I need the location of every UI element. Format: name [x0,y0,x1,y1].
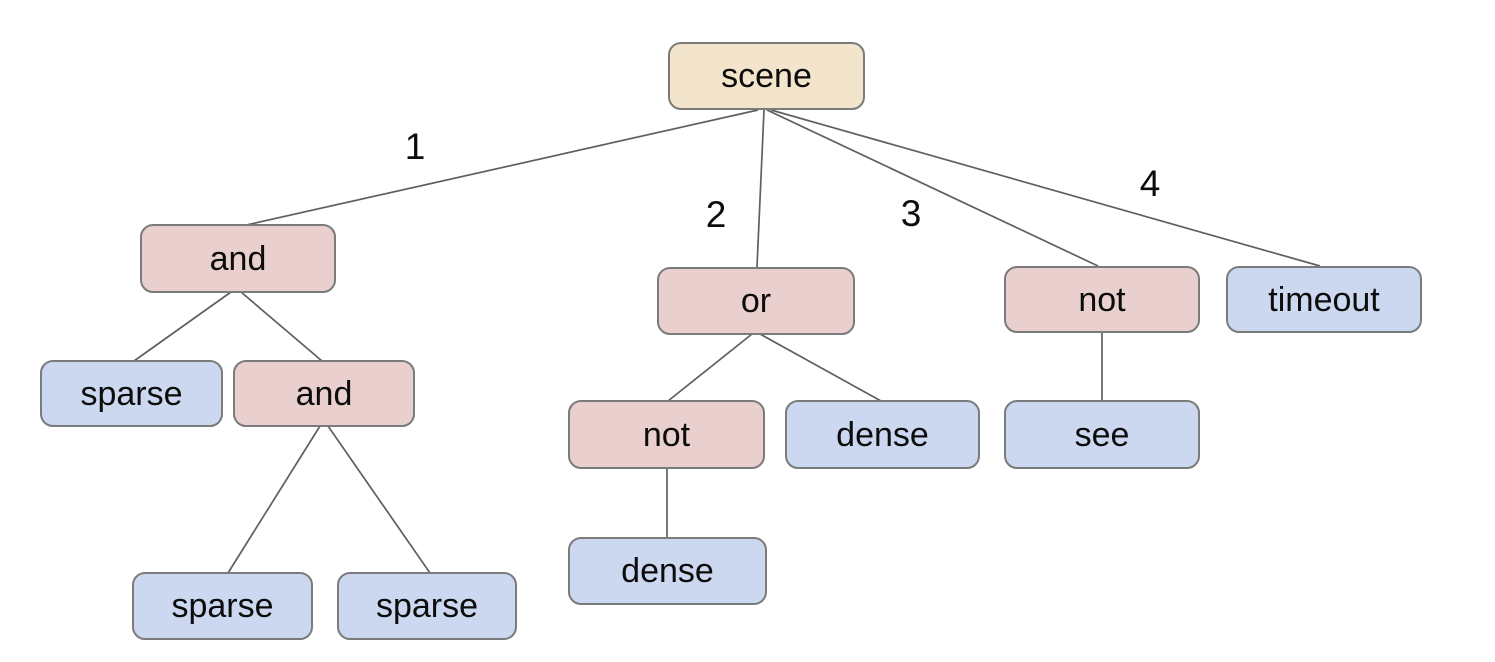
node-not: not [1004,266,1200,333]
edge-and-to-and [240,291,323,362]
node-not-nested: not [568,400,765,469]
edge-label-4: 4 [1139,163,1161,204]
edge-or-to-dense [759,333,882,402]
edge-label-1: 1 [404,126,426,167]
node-dense-nested: dense [568,537,767,605]
edge-scene-to-and [241,109,759,227]
edge-and2-to-sparse [227,425,321,574]
node-timeout: timeout [1226,266,1422,333]
node-or: or [657,267,855,335]
edge-and-to-sparse [133,291,232,362]
node-scene: scene [668,42,865,110]
edge-label-2: 2 [705,194,727,235]
edge-scene-to-or [756,109,765,268]
node-sparse: sparse [40,360,223,427]
node-dense: dense [785,400,980,469]
edge-scene-to-timeout [770,109,1321,267]
node-sparse-2: sparse [132,572,313,640]
node-see: see [1004,400,1200,469]
node-and: and [140,224,336,293]
edge-scene-to-not [766,109,1099,267]
edge-label-3: 3 [900,193,922,234]
node-and-nested: and [233,360,415,427]
edge-and2-to-sparse2 [327,425,431,574]
edge-or-to-not [667,333,753,402]
node-sparse-3: sparse [337,572,517,640]
